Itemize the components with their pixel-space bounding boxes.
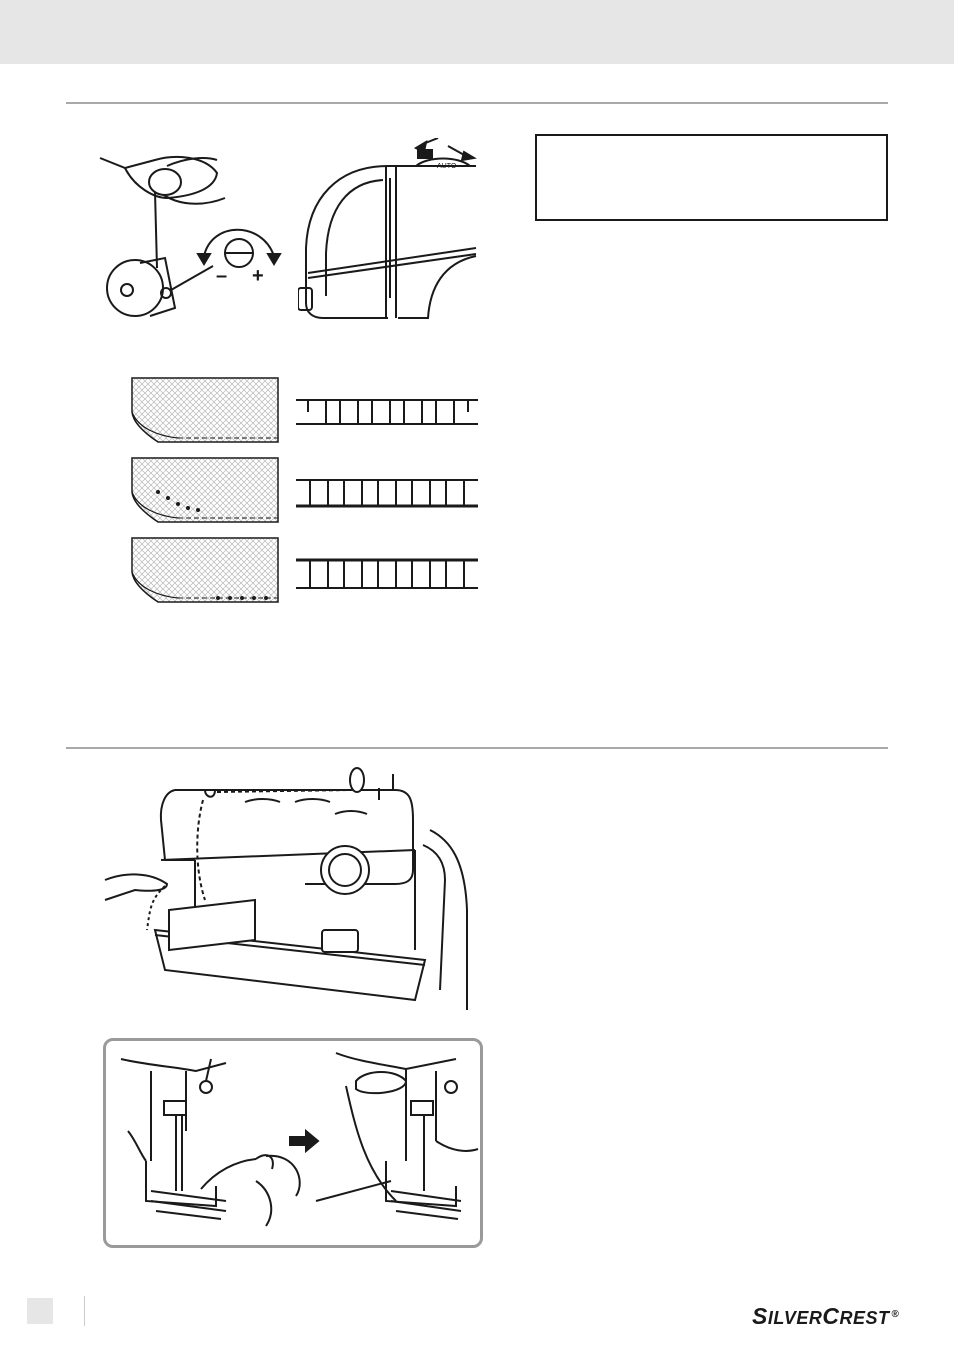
page-number — [27, 1298, 53, 1324]
header-band — [0, 0, 954, 64]
stitch-row-too-tight — [131, 457, 478, 523]
minus-label: – — [216, 265, 227, 286]
auto-label: AUTO — [437, 163, 457, 170]
section-rule-middle — [66, 747, 888, 749]
plus-label: + — [252, 265, 264, 286]
sewing-machine-figure — [104, 767, 468, 1010]
stitch-row-correct — [131, 377, 478, 443]
stitch-row-too-loose — [131, 537, 478, 603]
needle-threading-figure — [120, 1052, 479, 1227]
stitch-tension-diagrams — [131, 377, 478, 603]
section-rule-top — [66, 102, 888, 104]
machine-head-figure: AUTO — [298, 138, 477, 319]
tension-dial-figure: – + — [196, 228, 282, 286]
needle-threading-inset — [103, 1038, 483, 1248]
bobbin-tension-figure — [99, 155, 226, 317]
brand-logo: SILVERCREST® — [752, 1303, 900, 1329]
page-number-box — [27, 1298, 53, 1324]
notice-box — [535, 134, 888, 221]
footer-divider — [84, 1296, 85, 1326]
